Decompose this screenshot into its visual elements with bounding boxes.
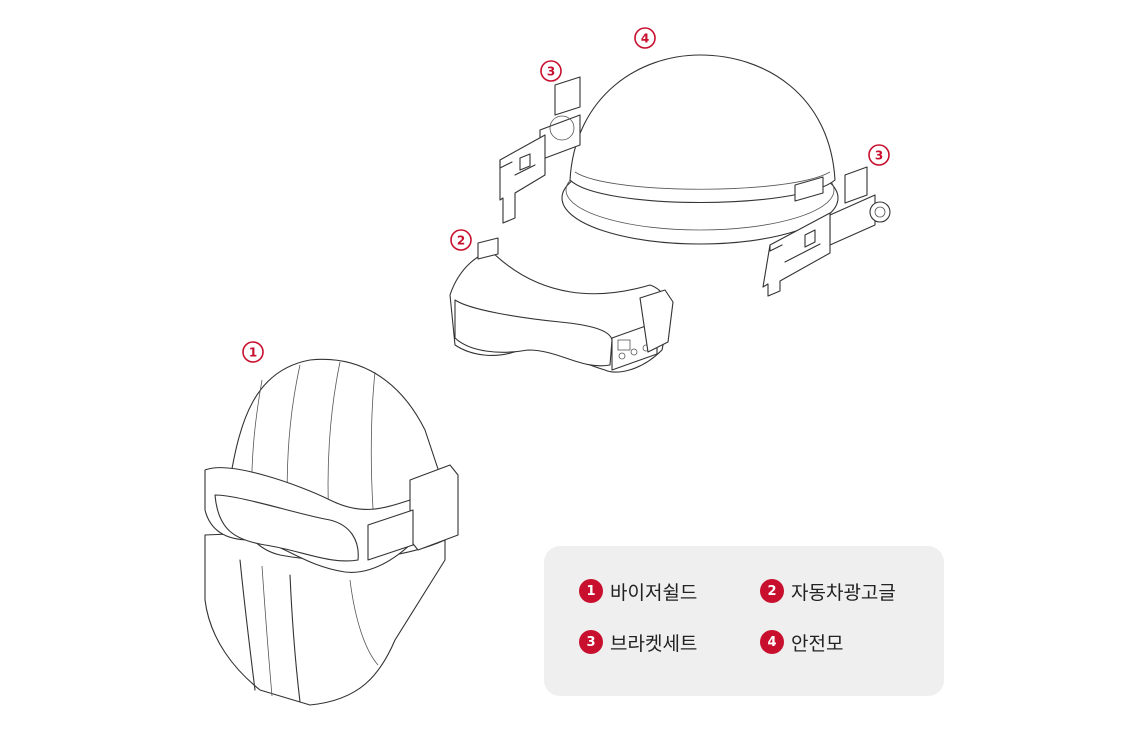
goggle-illustration [449, 237, 674, 373]
svg-text:3: 3 [875, 149, 883, 163]
callout-2: 2 [450, 229, 472, 251]
visor-shield-illustration [204, 358, 459, 706]
callout-1: 1 [242, 341, 264, 363]
svg-text:1: 1 [249, 346, 257, 360]
legend-box: 1 바이저쉴드 2 자동차광고글 3 브라켓세트 4 안전모 [544, 546, 944, 696]
legend-item-safety-helmet: 4 안전모 [760, 628, 843, 656]
legend-number-badge: 2 [760, 579, 784, 603]
right-bracket-illustration [762, 166, 891, 297]
svg-text:3: 3 [547, 65, 555, 79]
legend-number-badge: 3 [579, 630, 603, 654]
safety-helmet-illustration [561, 54, 839, 245]
legend-label: 브라켓세트 [610, 632, 698, 655]
svg-text:2: 2 [457, 234, 465, 248]
legend-label: 바이저쉴드 [610, 581, 698, 604]
legend-item-bracket-set: 3 브라켓세트 [579, 628, 697, 656]
svg-text:4: 4 [641, 32, 649, 46]
callout-3-right: 3 [868, 144, 890, 166]
callout-3-left: 3 [540, 60, 562, 82]
left-bracket-illustration [499, 76, 581, 224]
legend-number-badge: 4 [760, 630, 784, 654]
callout-4: 4 [634, 27, 656, 49]
legend-number-badge: 1 [579, 579, 603, 603]
legend-label: 안전모 [791, 632, 844, 655]
legend-label: 자동차광고글 [791, 581, 896, 604]
legend-item-visor-shield: 1 바이저쉴드 [579, 577, 697, 605]
legend-item-goggle: 2 자동차광고글 [760, 577, 896, 605]
